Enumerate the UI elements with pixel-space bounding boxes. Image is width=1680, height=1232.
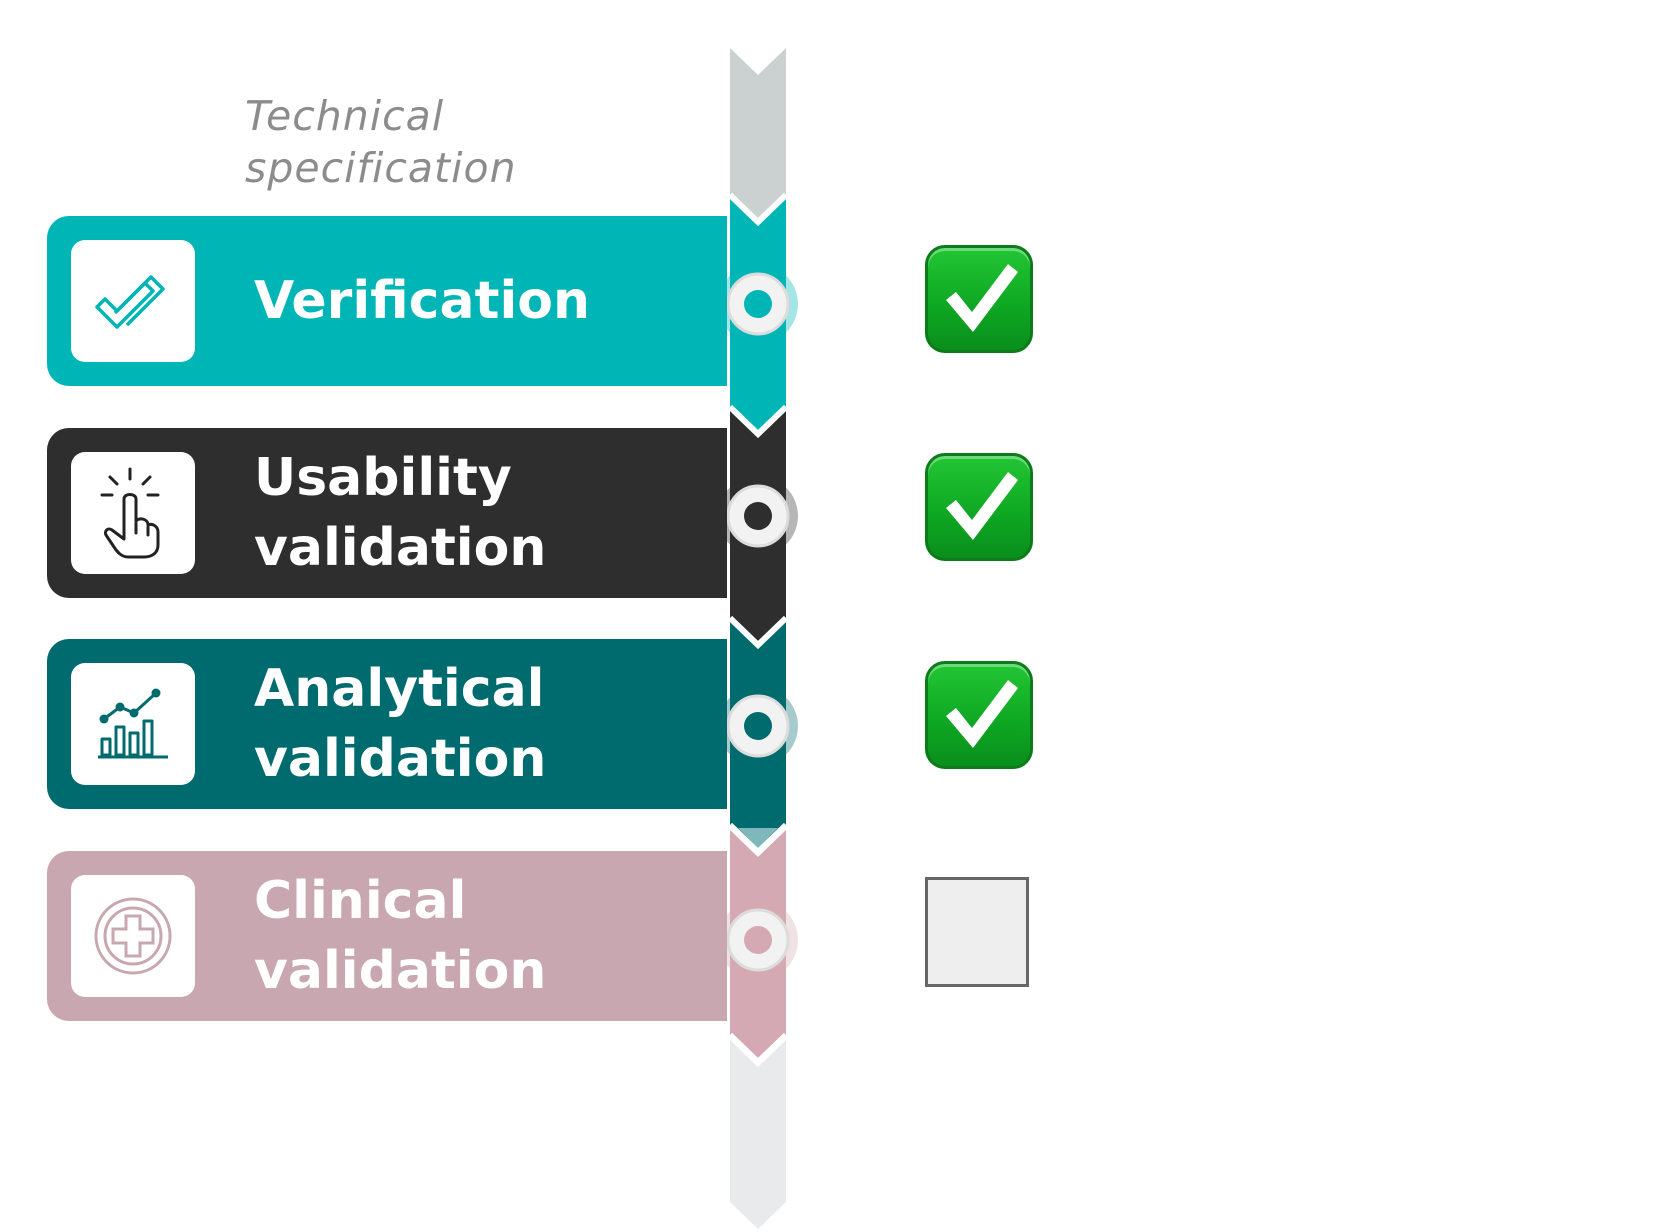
- checkmark-icon: [946, 472, 1018, 540]
- medical-cross-icon: [94, 897, 172, 975]
- status-checkbox-usability[interactable]: [925, 453, 1033, 561]
- tap-hand-icon: [100, 467, 160, 559]
- checkmark-icon: [946, 264, 1018, 332]
- spine-segment-end: [730, 1040, 786, 1229]
- checkmark-icon: [946, 680, 1018, 748]
- status-checkbox-verification[interactable]: [925, 245, 1033, 353]
- stage-icon-box: [71, 452, 195, 574]
- node-usability: [718, 476, 798, 556]
- stage-label-line-2: validation: [254, 729, 547, 789]
- node-analytical: [718, 686, 798, 766]
- stage-verification: Verification: [47, 216, 727, 386]
- node-verification: [718, 264, 798, 344]
- stage-label-line-1: Verification: [254, 271, 591, 331]
- stage-label: Analytical validation: [254, 639, 714, 809]
- stage-label: Clinical validation: [254, 851, 714, 1021]
- double-check-icon: [95, 275, 165, 329]
- status-checkbox-analytical[interactable]: [925, 661, 1033, 769]
- technical-specification-caption: Technical specification: [245, 90, 565, 194]
- stage-icon-box: [71, 240, 195, 362]
- stage-label-line-2: validation: [254, 518, 547, 578]
- stage-label: Verification: [254, 216, 714, 386]
- status-checkbox-clinical[interactable]: [925, 877, 1029, 987]
- stage-icon-box: [71, 875, 195, 997]
- stage-label-line-1: Clinical: [254, 871, 467, 931]
- stage-analytical-validation: Analytical validation: [47, 639, 727, 809]
- stage-clinical-validation: Clinical validation: [47, 851, 727, 1021]
- stage-label-line-2: validation: [254, 941, 547, 1001]
- spine-segment-specification: [730, 48, 786, 222]
- caption-line-1: Technical: [245, 92, 445, 140]
- stage-label-line-1: Analytical: [254, 659, 545, 719]
- bar-chart-trend-icon: [98, 688, 168, 759]
- stage-label-line-1: Usability: [254, 448, 512, 508]
- caption-line-2: specification: [245, 144, 517, 192]
- stage-label: Usability validation: [254, 428, 714, 598]
- stage-usability-validation: Usability validation: [47, 428, 727, 598]
- stage-icon-box: [71, 663, 195, 785]
- node-clinical: [718, 900, 798, 980]
